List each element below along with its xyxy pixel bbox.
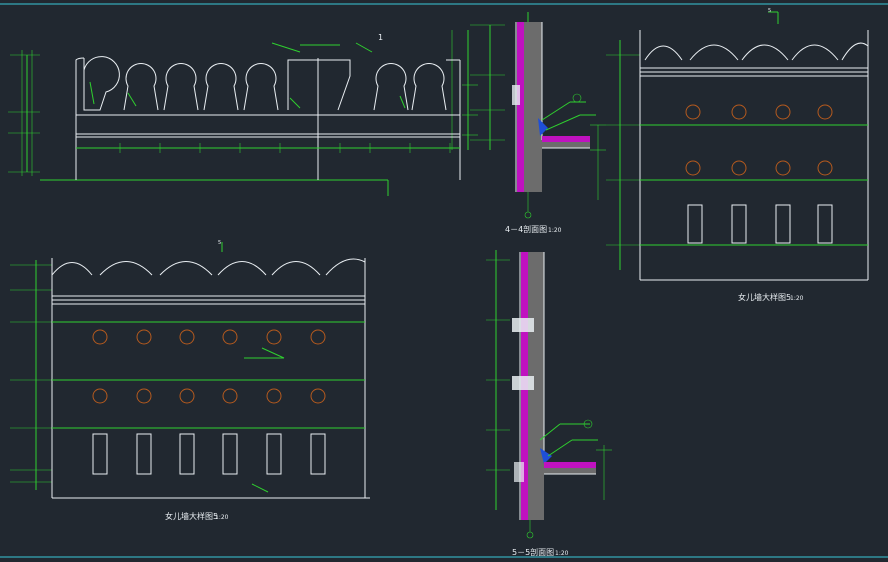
section-4-4: 4－4剖面图 1:20 xyxy=(470,12,606,234)
section-5-5-scale: 1:20 xyxy=(555,550,569,557)
elevation-left-marker: 5 xyxy=(218,240,221,246)
section-5-5-title: 5－5剖面图 xyxy=(512,547,554,557)
elevation-left-scale: 1:20 xyxy=(215,514,229,521)
elevation-right-scale: 1:20 xyxy=(790,295,804,302)
ornament-arches-right xyxy=(644,42,869,244)
ornament-keyholes-top-left xyxy=(83,56,460,111)
section-4-4-scale: 1:20 xyxy=(548,227,562,234)
elevation-top-left: 1 xyxy=(8,30,478,196)
section-5-5: 5－5剖面图 1:20 xyxy=(486,250,612,557)
elevation-right-marker: 5 xyxy=(768,8,771,14)
marker-top-left: 1 xyxy=(378,33,383,42)
ornament-arches-bottom-left xyxy=(51,258,366,475)
elevation-right-title: 女儿墙大样图5 xyxy=(738,292,791,302)
elevation-right: 女儿墙大样图5 1:20 5 xyxy=(606,8,869,302)
membrane-layer xyxy=(517,22,524,192)
section-4-4-title: 4－4剖面图 xyxy=(505,224,547,234)
elevation-left-title: 女儿墙大样图5 xyxy=(165,511,218,521)
elevation-bottom-left: 女儿墙大样图5 1:20 5 xyxy=(10,240,370,521)
drawing-frame xyxy=(0,3,888,558)
